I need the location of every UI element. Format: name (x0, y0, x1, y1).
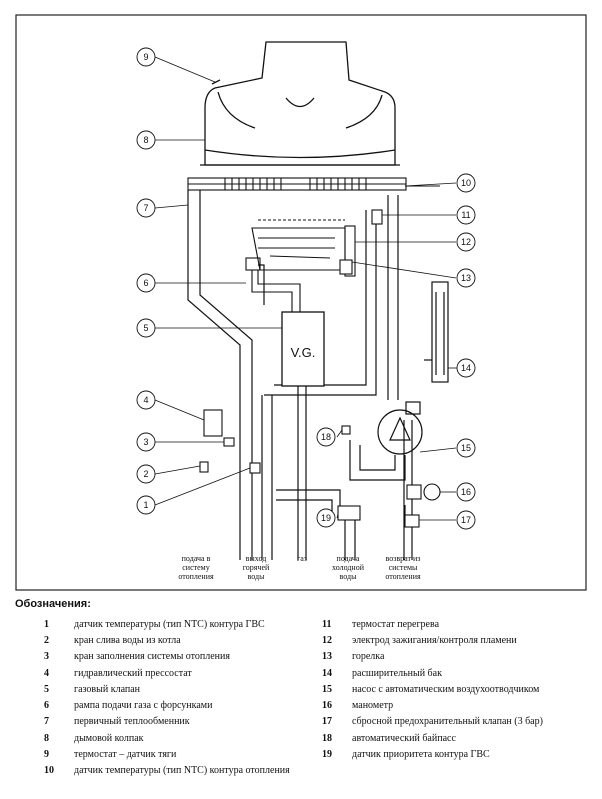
callout-2 (136, 464, 156, 484)
pump (377, 401, 423, 455)
svg-text:холодной: холодной (332, 563, 365, 572)
svg-text:6: 6 (143, 278, 148, 288)
svg-text:4: 4 (143, 395, 148, 405)
callout-leaders (154, 56, 457, 521)
svg-text:15: 15 (461, 443, 471, 453)
callout-8 (136, 130, 156, 150)
gas-valve-label: V.G. (291, 345, 316, 360)
svg-text:17: 17 (461, 515, 471, 525)
svg-text:3: 3 (143, 437, 148, 447)
pipework (187, 190, 413, 560)
svg-text:5: 5 (143, 323, 148, 333)
callout-18 (316, 427, 336, 447)
svg-text:19: 19 (321, 513, 331, 523)
callout-numbers: 9 8 7 6 5 4 3 2 1 10 11 12 13 14 15 16 1… (143, 52, 471, 525)
callout-13 (456, 268, 476, 288)
callout-1 (136, 495, 156, 515)
svg-text:10: 10 (461, 178, 471, 188)
callout-19 (316, 508, 336, 528)
svg-text:воды: воды (248, 572, 266, 581)
boiler-schematic: V.G. (15, 14, 587, 591)
callout-14 (456, 358, 476, 378)
svg-text:воды: воды (340, 572, 358, 581)
callout-15 (456, 438, 476, 458)
svg-text:выход: выход (246, 554, 267, 563)
svg-text:7: 7 (143, 203, 148, 213)
callout-3 (136, 432, 156, 452)
svg-text:1: 1 (143, 500, 148, 510)
callout-11 (456, 205, 476, 225)
svg-text:14: 14 (461, 363, 471, 373)
callout-4 (136, 390, 156, 410)
primary-heat-exchanger (187, 177, 440, 191)
svg-text:9: 9 (143, 52, 148, 62)
callout-5 (136, 318, 156, 338)
callout-17 (456, 510, 476, 530)
callout-10 (456, 173, 476, 193)
smoke-hood (200, 41, 400, 166)
svg-text:отопления: отопления (385, 572, 421, 581)
svg-text:11: 11 (461, 210, 470, 220)
svg-text:16: 16 (461, 487, 471, 497)
svg-text:2: 2 (143, 469, 148, 479)
callout-7 (136, 198, 156, 218)
callouts (136, 47, 476, 530)
components (199, 209, 441, 528)
svg-text:отопления: отопления (178, 572, 214, 581)
legend-title: Обозначения: (15, 598, 91, 610)
callout-6 (136, 273, 156, 293)
svg-text:13: 13 (461, 273, 471, 283)
svg-text:газ: газ (297, 554, 307, 563)
callout-9 (136, 47, 156, 67)
diagram-frame (15, 14, 587, 591)
svg-text:подача в: подача в (182, 554, 211, 563)
svg-text:8: 8 (143, 135, 148, 145)
svg-text:системы: системы (389, 563, 418, 572)
callout-16 (456, 482, 476, 502)
svg-text:систему: систему (182, 563, 210, 572)
svg-text:возврат из: возврат из (386, 554, 421, 563)
svg-text:18: 18 (321, 432, 331, 442)
connection-labels: подача в систему отопления выход горячей… (178, 554, 421, 581)
svg-text:горячей: горячей (243, 563, 270, 572)
svg-text:подача: подача (337, 554, 360, 563)
gas-ramp (245, 257, 301, 312)
gas-valve (281, 311, 325, 387)
expansion-tank (424, 281, 449, 383)
svg-text:12: 12 (461, 237, 471, 247)
callout-12 (456, 232, 476, 252)
